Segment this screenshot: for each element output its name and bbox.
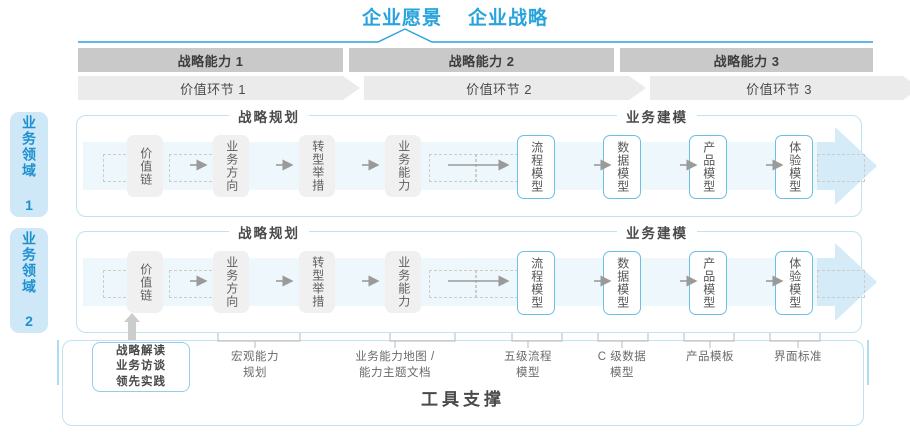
node-experience-model-1[interactable]: 体验模型 xyxy=(775,135,813,199)
node-label: 业务能力 xyxy=(396,140,411,192)
domain-tab-1: 业务领域 1 xyxy=(10,112,48,217)
title-strategy: 企业战略 xyxy=(468,7,549,29)
section-title-modeling-1: 业务建模 xyxy=(617,107,697,125)
peak-svg xyxy=(78,28,873,43)
placeholder-cell xyxy=(817,154,865,182)
node-label: 数据模型 xyxy=(615,257,630,309)
node-label: 流程模型 xyxy=(529,257,544,309)
tool-label-macro-capability: 宏观能力规划 xyxy=(231,351,279,379)
section-title-planning-2: 战略规划 xyxy=(229,223,309,241)
node-value-chain-1[interactable]: 价值链 xyxy=(127,135,163,197)
placeholder-cell xyxy=(475,154,523,182)
node-label: 转型举措 xyxy=(310,256,325,308)
node-experience-model-2[interactable]: 体验模型 xyxy=(775,251,813,315)
node-label: 价值链 xyxy=(138,262,153,302)
tool-support-frame: 工具支撑 xyxy=(62,340,864,426)
node-business-capability-1[interactable]: 业务能力 xyxy=(385,135,421,197)
node-label: 业务方向 xyxy=(224,256,239,308)
tool-highlight-line-3: 领先实践 xyxy=(116,375,166,388)
node-label: 体验模型 xyxy=(787,257,802,309)
capability-cell-3: 战略能力 3 xyxy=(620,48,873,72)
value-cell-3-label: 价值环节 3 xyxy=(746,81,812,97)
node-label: 数据模型 xyxy=(615,141,630,193)
section-title-modeling-2: 业务建模 xyxy=(617,223,697,241)
node-transformation-measure-2[interactable]: 转型举措 xyxy=(299,251,335,313)
business-domain-1-band: 战略规划 业务建模 价值链 业务方向 转型举措 业务能力 流程模型 数据模型 产… xyxy=(76,107,877,217)
node-product-model-2[interactable]: 产品模型 xyxy=(689,251,727,315)
node-value-chain-2[interactable]: 价值链 xyxy=(127,251,163,313)
tool-label-ui-standard: 界面标准 xyxy=(774,351,822,363)
node-business-direction-2[interactable]: 业务方向 xyxy=(213,251,249,313)
node-label: 产品模型 xyxy=(701,257,716,309)
node-data-model-1[interactable]: 数据模型 xyxy=(603,135,641,199)
tool-label-product-template: 产品模板 xyxy=(686,351,734,363)
tool-highlight-box[interactable]: 战略解读 业务访谈 领先实践 xyxy=(92,342,190,392)
node-business-capability-2[interactable]: 业务能力 xyxy=(385,251,421,313)
value-cell-1: 价值环节 1 xyxy=(78,76,360,100)
placeholder-cell xyxy=(169,154,217,182)
node-label: 流程模型 xyxy=(529,141,544,193)
node-business-direction-1[interactable]: 业务方向 xyxy=(213,135,249,197)
capability-cell-2: 战略能力 2 xyxy=(349,48,614,72)
node-data-model-2[interactable]: 数据模型 xyxy=(603,251,641,315)
section-title-planning-1: 战略规划 xyxy=(229,107,309,125)
placeholder-cell xyxy=(169,270,217,298)
title-connector-line xyxy=(78,28,873,46)
node-label: 体验模型 xyxy=(787,141,802,193)
node-label: 产品模型 xyxy=(701,141,716,193)
tool-label-capability-map: 业务能力地图 /能力主题文档 xyxy=(355,351,435,379)
business-domain-2-band: 战略规划 业务建模 价值链 业务方向 转型举措 业务能力 流程模型 数据模型 产… xyxy=(76,223,877,333)
node-label: 转型举措 xyxy=(310,140,325,192)
domain-tab-1-label: 业务领域 1 xyxy=(21,114,37,215)
tool-highlight-line-1: 战略解读 xyxy=(116,344,166,357)
node-label: 业务能力 xyxy=(396,256,411,308)
title-vision: 企业愿景 xyxy=(361,7,442,29)
domain-tab-2-label: 业务领域 2 xyxy=(21,230,37,331)
tool-support-title: 工具支撑 xyxy=(421,390,505,409)
node-label: 价值链 xyxy=(138,146,153,186)
page-title: 企业愿景 企业战略 xyxy=(0,2,910,30)
capability-header-row: 战略能力 1 战略能力 2 战略能力 3 xyxy=(78,48,873,72)
value-cell-2: 价值环节 2 xyxy=(364,76,646,100)
domain-tab-2: 业务领域 2 xyxy=(10,228,48,333)
node-process-model-2[interactable]: 流程模型 xyxy=(517,251,555,315)
node-label: 业务方向 xyxy=(224,140,239,192)
value-cell-2-label: 价值环节 2 xyxy=(466,81,532,97)
value-cell-1-label: 价值环节 1 xyxy=(180,81,246,97)
placeholder-cell xyxy=(429,154,477,182)
value-cell-3: 价值环节 3 xyxy=(650,76,910,100)
placeholder-cell xyxy=(429,270,477,298)
node-process-model-1[interactable]: 流程模型 xyxy=(517,135,555,199)
tool-label-five-level-process: 五级流程模型 xyxy=(504,351,552,379)
node-product-model-1[interactable]: 产品模型 xyxy=(689,135,727,199)
capability-cell-1: 战略能力 1 xyxy=(78,48,343,72)
value-link-row: 价值环节 1 价值环节 2 价值环节 3 xyxy=(78,76,910,100)
placeholder-cell xyxy=(817,270,865,298)
tool-label-c-level-data: C 级数据模型 xyxy=(597,351,647,379)
tool-highlight-line-2: 业务访谈 xyxy=(116,360,166,373)
node-transformation-measure-1[interactable]: 转型举措 xyxy=(299,135,335,197)
placeholder-cell xyxy=(475,270,523,298)
